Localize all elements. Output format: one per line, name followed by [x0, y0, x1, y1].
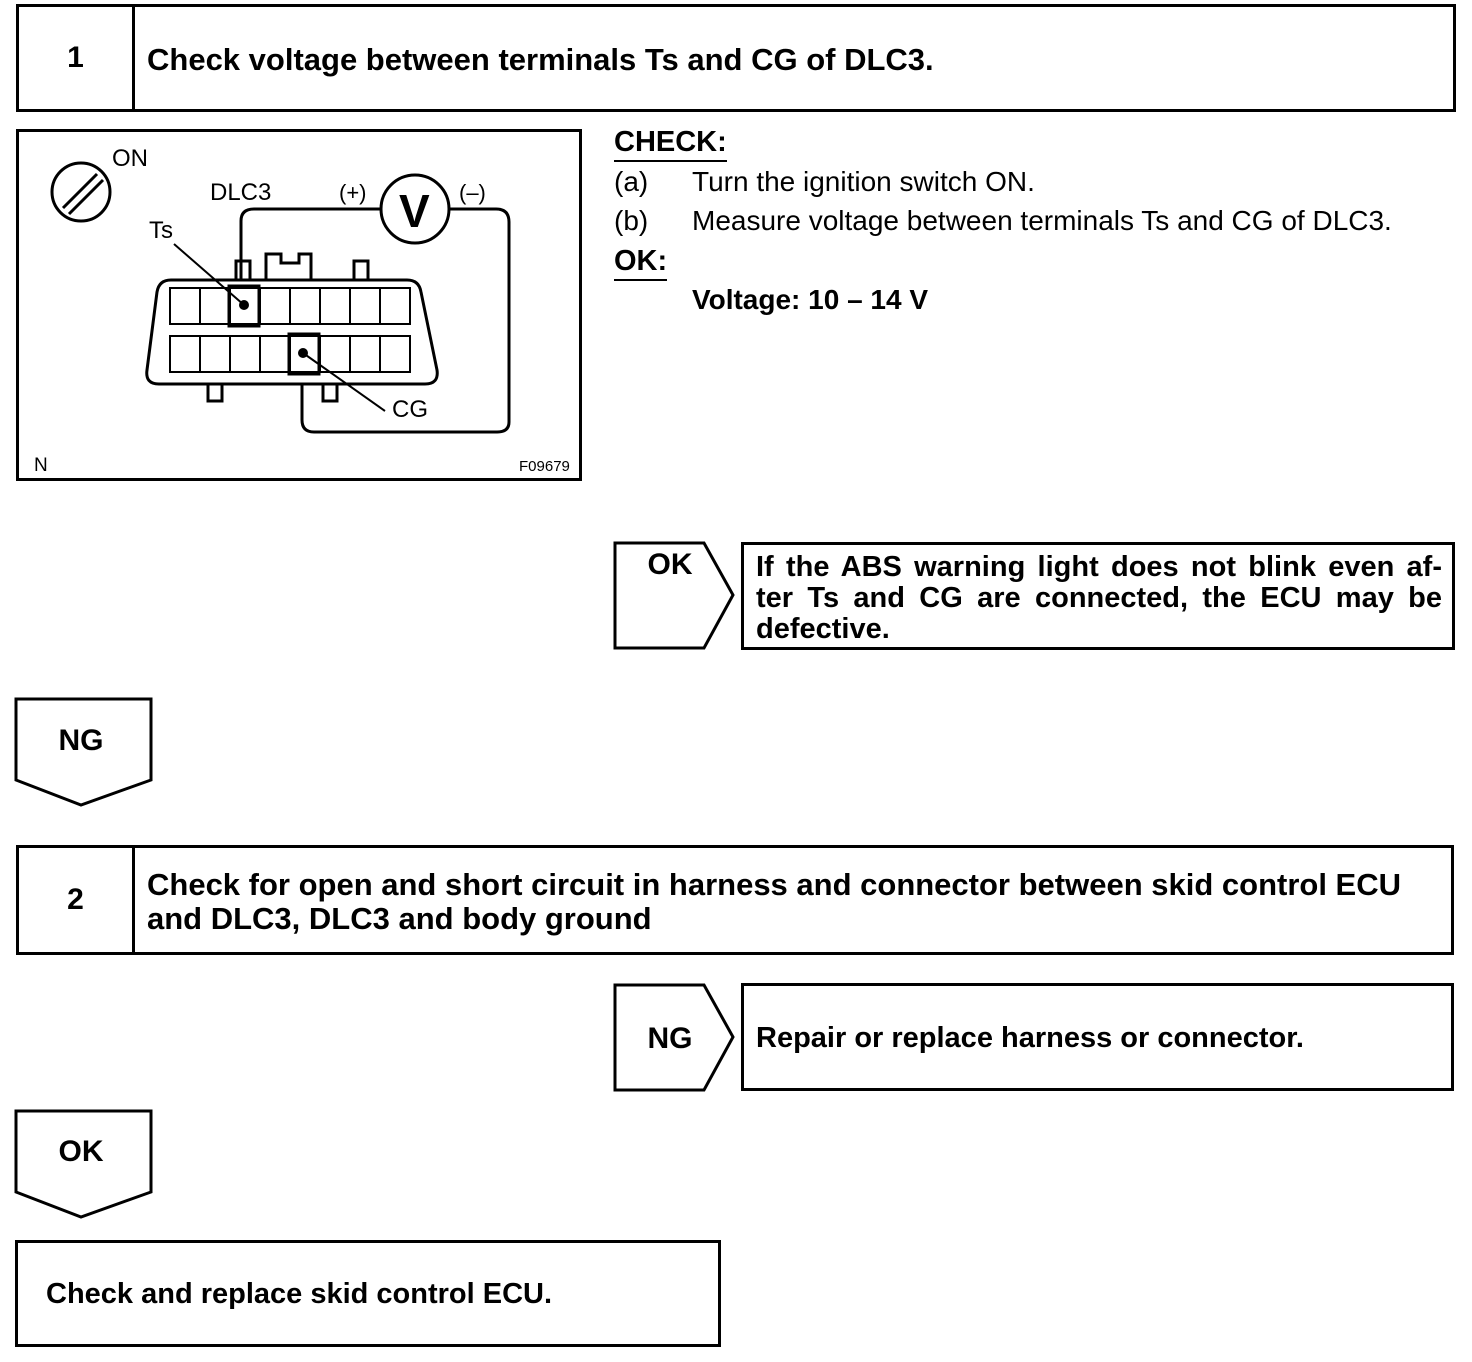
check-item-b-text: Measure voltage between terminals Ts and… [692, 205, 1392, 236]
dlc3-connector [145, 278, 439, 386]
plus-label: (+) [339, 180, 367, 205]
step1-ok-result: If the ABS warning light does not blink … [741, 542, 1455, 650]
step1-ng-label: NG [58, 724, 104, 757]
step2-header: 2 Check for open and short circuit in ha… [16, 845, 1454, 955]
step2-title: Check for open and short circuit in harn… [147, 867, 1402, 936]
figure-id: F09679 [519, 458, 570, 475]
step1-ok-arrow [613, 541, 735, 650]
check-item-b-letter: (b) [614, 205, 649, 236]
final-action-box: Check and replace skid control ECU. [15, 1240, 721, 1347]
dlc3-diagram-drawing: ON DLC3 (+) (–) V [34, 145, 570, 476]
step1-number: 1 [19, 7, 135, 109]
step2-ng-arrow [613, 983, 735, 1092]
ts-label: Ts [149, 217, 173, 244]
dlc3-label: DLC3 [210, 179, 271, 206]
dlc3-diagram: ON DLC3 (+) (–) V [16, 129, 582, 481]
step2-ng-result: Repair or replace harness or connector. [741, 983, 1454, 1091]
ok-heading: OK: [614, 245, 668, 281]
step1-ng-arrow [14, 697, 153, 807]
n-label: N [34, 455, 48, 476]
check-item-a-text: Turn the ignition switch ON. [692, 166, 1035, 197]
step2-number: 2 [19, 848, 135, 952]
check-heading-text: CHECK: [614, 126, 727, 162]
on-label: ON [112, 145, 148, 172]
minus-label: (–) [459, 180, 486, 205]
ignition-switch-icon [50, 161, 112, 223]
step1-header: 1 Check voltage between terminals Ts and… [16, 4, 1456, 112]
step2-ng-label: NG [647, 1022, 693, 1055]
ok-heading-text: OK: [614, 245, 668, 281]
step2-ok-arrow [14, 1109, 153, 1219]
step1-title: Check voltage between terminals Ts and C… [147, 42, 934, 77]
check-item-a-letter: (a) [614, 166, 649, 197]
ok-voltage-spec: Voltage: 10 – 14 V [692, 284, 929, 315]
voltmeter-v-label: V [399, 185, 430, 237]
check-heading: CHECK: [614, 126, 727, 162]
step1-ok-label: OK [647, 548, 693, 581]
step2-ok-label: OK [58, 1135, 104, 1168]
cg-label: CG [392, 396, 428, 423]
